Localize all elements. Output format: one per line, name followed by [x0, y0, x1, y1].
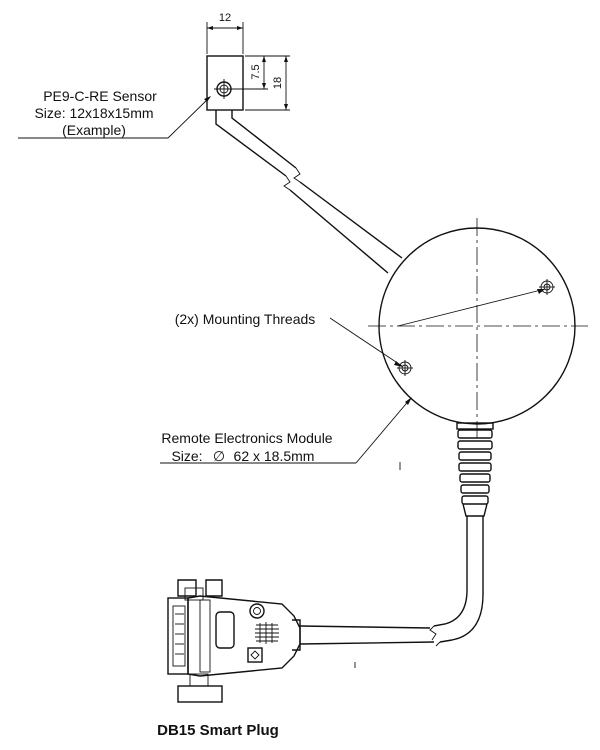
dim-width-label: 12	[219, 12, 231, 24]
sensor-leader-line	[18, 96, 211, 139]
dim-hole-label: 7.5	[250, 64, 262, 79]
sensor-dimensions	[206, 22, 290, 111]
sensor-cable	[215, 110, 403, 274]
sensor-body	[206, 55, 244, 111]
threads-label: (2x) Mounting Threads	[175, 311, 316, 327]
cable-strain-relief	[456, 422, 494, 517]
diameter-symbol: ∅	[213, 448, 225, 464]
plug-cable	[299, 516, 484, 668]
sensor-name-label: PE9-C-RE Sensor	[43, 88, 157, 104]
module-size-value: 62 x 18.5mm	[234, 448, 315, 464]
sensor-note-label: (Example)	[62, 122, 126, 138]
db15-plug	[167, 579, 301, 703]
threads-leader-line	[329, 317, 403, 367]
mounting-thread-2	[397, 360, 413, 376]
plug-grip	[255, 622, 279, 644]
electronics-module	[368, 218, 588, 438]
module-name-label: Remote Electronics Module	[161, 430, 332, 446]
plug-title: DB15 Smart Plug	[157, 722, 279, 739]
mounting-thread-1	[539, 279, 555, 295]
sensor-size-label: Size: 12x18x15mm	[34, 105, 153, 121]
module-size-prefix: Size:	[171, 448, 202, 464]
dim-height-label: 18	[272, 77, 284, 89]
module-leader-line	[160, 397, 412, 464]
